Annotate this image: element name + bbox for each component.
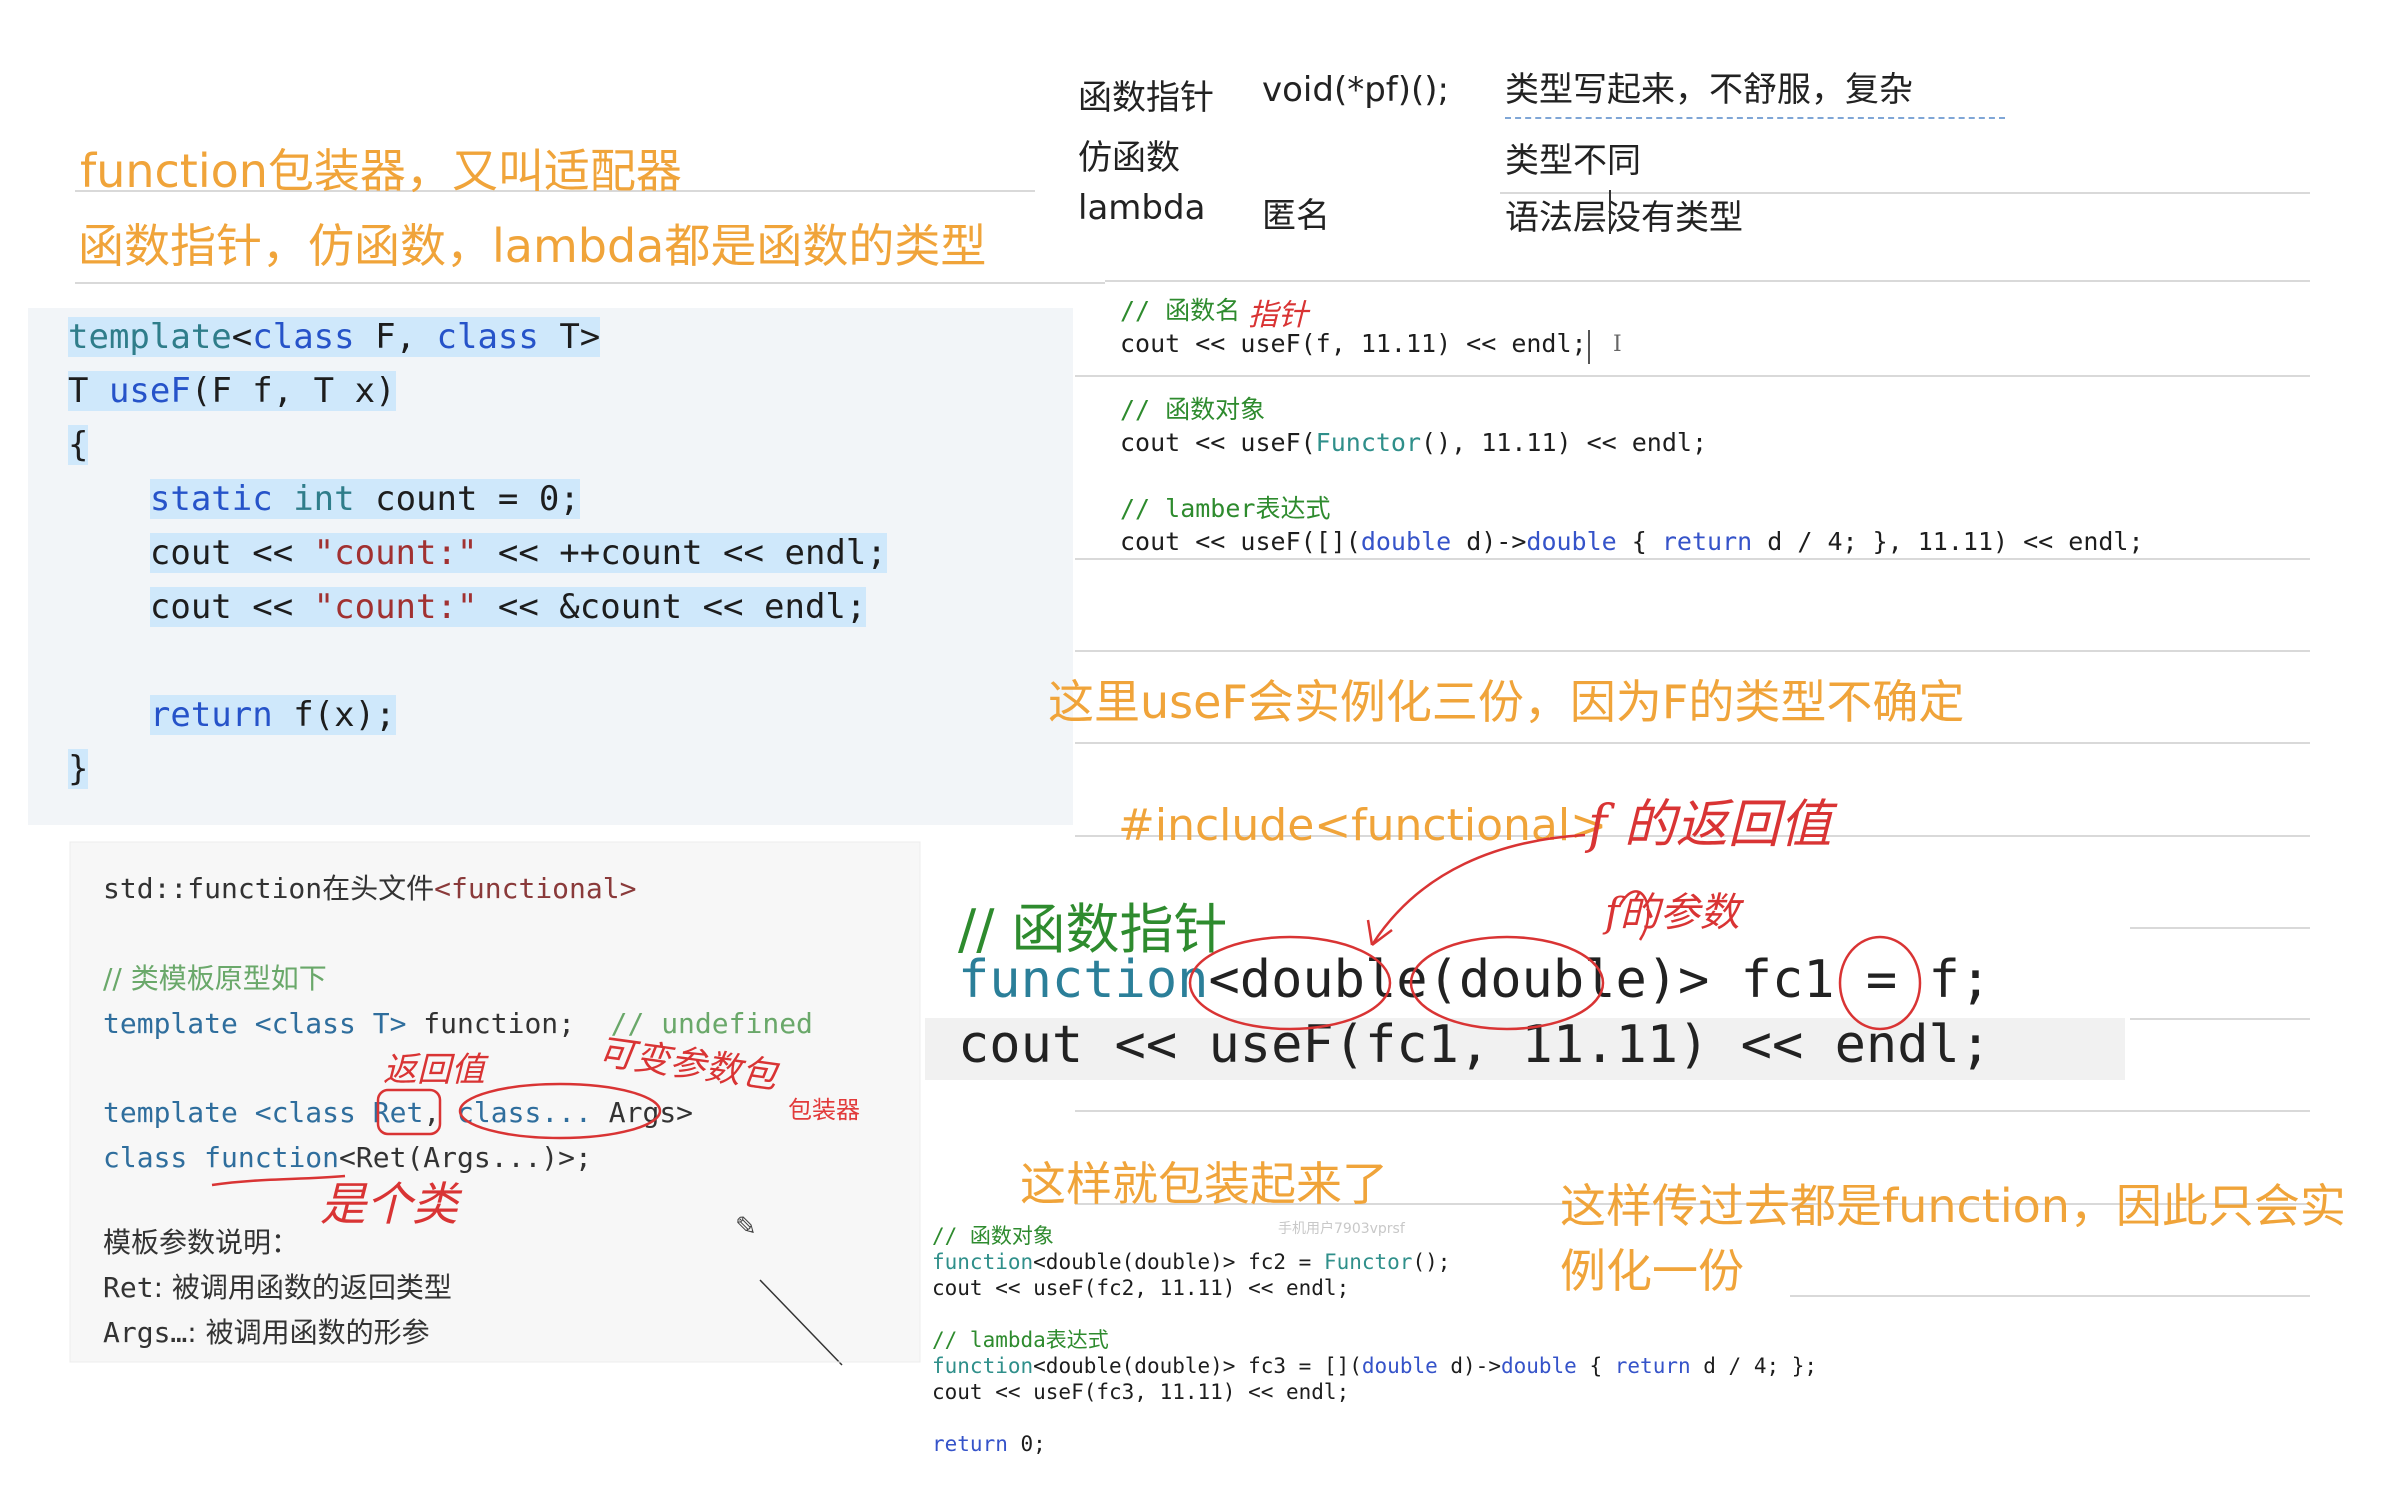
circle-return-double <box>1188 935 1392 1031</box>
dashed-divider <box>1505 117 2005 119</box>
handwriting-is-class: 是个类 <box>320 1177 458 1231</box>
note-wrapped: 这样就包装起来了 <box>1020 1157 1388 1211</box>
handwriting-pointer: 指针 <box>1248 298 1308 333</box>
rule <box>75 282 1105 284</box>
note-instantiate-once-2: 例化一份 <box>1560 1244 1744 1298</box>
note-instantiate-once-1: 这样传过去都是function，因此只会实 <box>1560 1179 2346 1233</box>
rule <box>1075 650 2310 652</box>
code-usef-calls: // 函数名 cout << useF(f, 11.11) << endl; /… <box>1120 296 2144 556</box>
code-fc1-call: cout << useF(fc1, 11.11) << endl; <box>958 1015 1992 1075</box>
std-function-template: template <class Ret, class... Args> clas… <box>103 1096 694 1174</box>
underline-is-class <box>211 1174 346 1187</box>
i-beam-cursor: I <box>1613 332 1622 357</box>
std-function-doc: std::function在头文件<functional> // 类模板原型如下… <box>103 872 813 1040</box>
circle-args <box>458 1082 662 1140</box>
arrow-return <box>1370 833 1586 946</box>
title-function-wrapper: function包装器，又叫适配器 <box>80 144 682 198</box>
rule <box>1075 835 2310 837</box>
rule <box>1075 1110 2310 1112</box>
handwriting-f-return: f 的返回值 <box>1588 795 1832 855</box>
std-function-panel <box>70 842 920 1362</box>
circle-param-double <box>1409 935 1605 1031</box>
note-type-complex: 类型写起来，不舒服，复杂 <box>1505 70 1913 110</box>
note-no-type: 语法层没有类型 <box>1505 198 1743 238</box>
table-cell-anonymous: 匿名 <box>1262 196 1330 236</box>
table-cell-functor: 仿函数 <box>1078 138 1180 178</box>
arrow-params <box>1618 890 1650 941</box>
rule <box>1790 1295 2310 1297</box>
rule <box>1075 375 2310 377</box>
title-function-types: 函数指针，仿函数，lambda都是函数的类型 <box>78 219 987 273</box>
caret-divider <box>1588 330 1590 364</box>
table-cell-lambda: lambda <box>1078 188 1206 228</box>
note-instantiate-three: 这里useF会实例化三份，因为F的类型不确定 <box>1048 675 1965 729</box>
text-cursor <box>1609 190 1611 234</box>
handwriting-return-value: 返回值 <box>383 1050 485 1090</box>
rule <box>1075 558 2310 560</box>
table-cell-func-pointer: 函数指针 <box>1078 78 1214 118</box>
diagonal-stroke <box>759 1279 843 1366</box>
note-type-different: 类型不同 <box>1505 141 1641 181</box>
template-param-desc: 模板参数说明： Ret: 被调用函数的返回类型 Args…: 被调用函数的形参 <box>103 1226 452 1349</box>
rule <box>1075 742 2310 744</box>
code-usef-template: template<class F, class T> T useF(F f, T… <box>68 317 887 789</box>
watermark: 手机用户7903vprsf <box>1278 1221 1405 1237</box>
circle-ret <box>376 1088 442 1136</box>
code-fc2-fc3: // 函数对象 function<double(double)> fc2 = F… <box>932 1224 1818 1456</box>
pencil-icon: ✎ <box>735 1212 757 1242</box>
note-wrapper: 包装器 <box>788 1096 860 1124</box>
handwriting-f-params: f的参数 <box>1605 890 1740 936</box>
rule <box>1500 192 2310 194</box>
rule <box>75 190 1035 192</box>
rule <box>1105 280 2310 282</box>
table-cell-func-pointer-syntax: void(*pf)(); <box>1262 70 1450 110</box>
code-fc1-decl: function<double(double)> fc1 = f; <box>958 950 1992 1010</box>
code-function-pointer: // 函数指针 <box>958 898 1228 961</box>
circle-f <box>1838 935 1922 1031</box>
rule <box>1075 1203 2310 1205</box>
